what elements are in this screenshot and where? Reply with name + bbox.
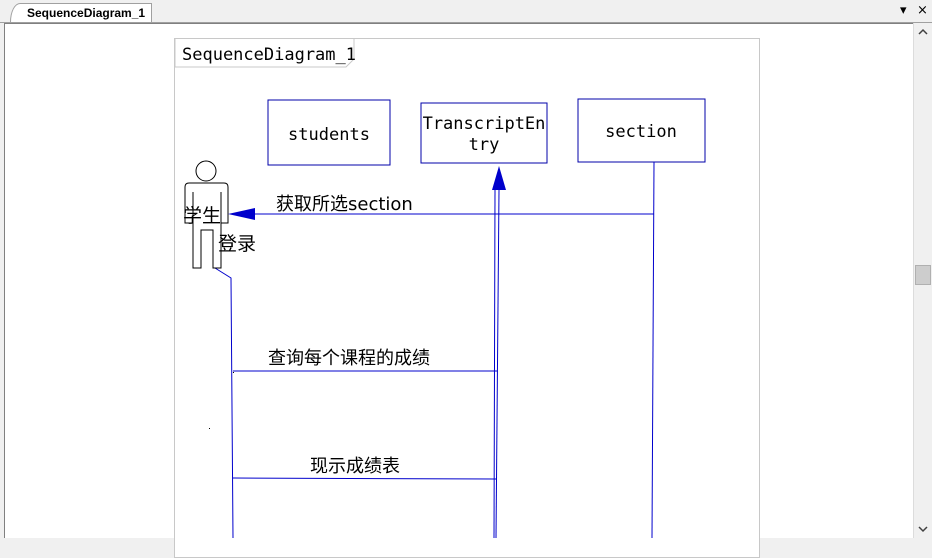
message-label: 现示成绩表: [310, 456, 400, 477]
vertical-scrollbar[interactable]: [913, 23, 932, 538]
message-label: 获取所选section: [276, 194, 413, 215]
sequence-diagram: SequenceDiagram_1 students TranscriptEn …: [174, 39, 706, 538]
actor-student[interactable]: 学生 登录: [183, 160, 256, 269]
scroll-thumb[interactable]: [915, 265, 931, 285]
message-query-grades[interactable]: 查询每个课程的成绩: [233, 348, 497, 372]
stray-dot: [233, 372, 234, 373]
object-transcriptentry[interactable]: TranscriptEn try: [420, 102, 548, 164]
tab-sequencediagram-1[interactable]: SequenceDiagram_1: [10, 3, 152, 22]
message-show-grade-table[interactable]: 现示成绩表: [232, 456, 497, 480]
close-tab-icon[interactable]: ×: [917, 3, 928, 18]
lifeline-transcriptentry-2: [493, 189, 496, 538]
stray-dot: [209, 428, 210, 429]
object-students[interactable]: students: [267, 99, 391, 166]
object-label: students: [288, 125, 370, 145]
lifeline-student: [214, 267, 234, 538]
lifeline-section: [651, 161, 655, 538]
message-get-selected-section[interactable]: 获取所选section: [228, 194, 654, 220]
actor-note: 登录: [218, 233, 256, 255]
frame-title-tab: [174, 39, 355, 68]
object-label: section: [605, 122, 677, 142]
object-label-line-1: TranscriptEn: [423, 114, 546, 134]
object-label-line-2: try: [469, 135, 500, 155]
tab-bar: SequenceDiagram_1 ▾ ×: [0, 0, 932, 23]
scroll-down-icon[interactable]: [918, 523, 928, 536]
frame-title: SequenceDiagram_1: [182, 45, 356, 65]
arrow-head-up-icon: [492, 166, 506, 190]
actor-name: 学生: [183, 205, 221, 227]
tab-title: SequenceDiagram_1: [27, 6, 146, 20]
scroll-up-icon[interactable]: [918, 26, 928, 39]
lifeline-transcriptentry: [495, 189, 500, 538]
tab-list-dropdown-icon[interactable]: ▾: [900, 3, 907, 18]
object-section[interactable]: section: [577, 98, 706, 163]
message-label: 查询每个课程的成绩: [268, 348, 430, 369]
